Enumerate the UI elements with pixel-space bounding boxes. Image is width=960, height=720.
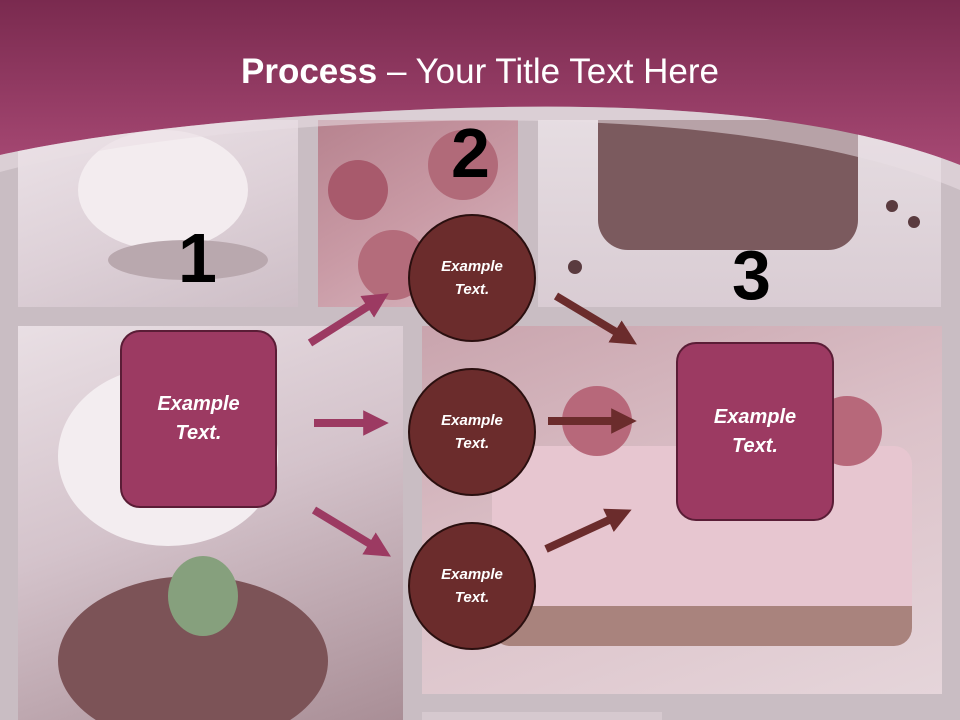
arrow-right-down (553, 292, 637, 345)
left-box-line1: Example (157, 393, 240, 415)
photo-tile-cheesecake (18, 120, 298, 307)
circle-top-line2: Text. (454, 281, 490, 298)
header-band (0, 0, 960, 190)
right-box-line1: Example (713, 405, 797, 428)
step-number-2: 2 (451, 114, 490, 192)
arrow-left-up (307, 293, 389, 347)
right-box-line2: Text. (732, 434, 778, 457)
step-number-3: 3 (732, 236, 771, 314)
page-title: Process – Your Title Text Here (0, 52, 960, 92)
circle-middle-line2: Text. (454, 435, 490, 452)
step-number-1: 1 (178, 219, 217, 297)
arrow-right-up (544, 508, 632, 553)
circle-bottom-line1: Example (441, 566, 503, 583)
left-box-line2: Text. (175, 422, 222, 444)
photo-tile-bottom (422, 712, 662, 720)
arrow-left-down (311, 506, 391, 557)
circle-top-line1: Example (441, 258, 503, 275)
title-rest: – Your Title Text Here (377, 52, 719, 91)
circle-bottom-line2: Text. (454, 589, 490, 606)
circle-middle-line1: Example (441, 412, 503, 429)
title-bold: Process (241, 52, 378, 91)
